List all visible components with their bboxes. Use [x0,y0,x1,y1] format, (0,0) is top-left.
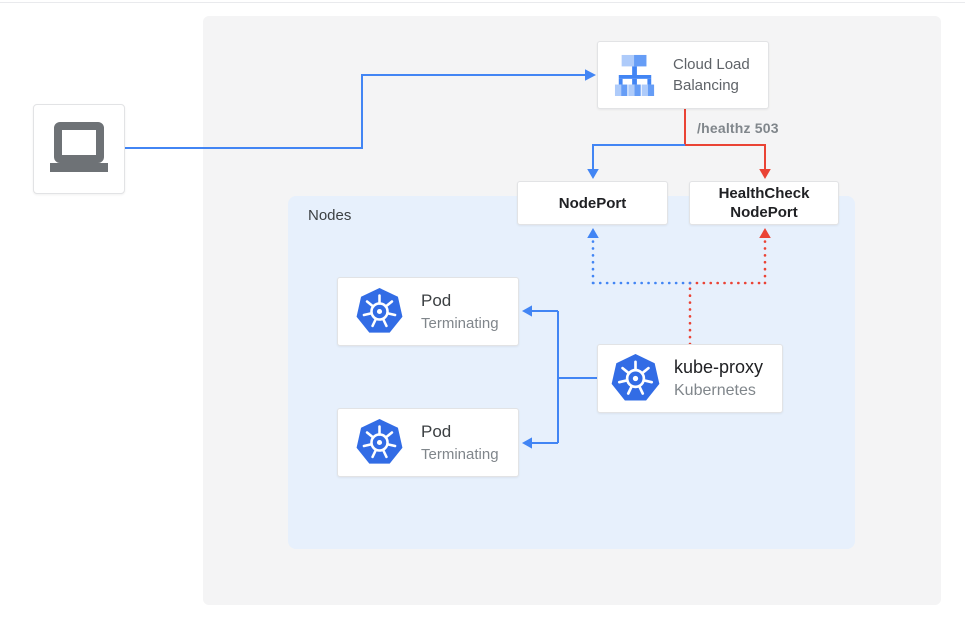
load-balancer-label: Cloud Load Balancing [673,56,750,94]
nodes-panel-label: Nodes [308,207,352,224]
nodeport-box: NodePort [517,181,668,225]
pod-status: Terminating [421,315,499,332]
pod-box-2: Pod Terminating [337,408,519,477]
pod-title: Pod [421,422,452,441]
healthz-label: /healthz 503 [697,120,779,136]
client-box [33,104,125,194]
kubernetes-icon [355,418,404,467]
cloud-load-balancing-icon [612,54,658,96]
nodeport-label: NodePort [558,194,627,212]
kubernetes-icon [355,287,404,336]
pod-title: Pod [421,291,452,310]
pod-box-1: Pod Terminating [337,277,519,346]
kube-proxy-box: kube-proxy Kubernetes [597,344,783,413]
healthcheck-nodeport-label: HealthCheck NodePort [718,185,810,221]
kube-proxy-title: kube-proxy [674,357,764,377]
healthcheck-nodeport-box: HealthCheck NodePort [689,181,839,225]
pod-status: Terminating [421,446,499,463]
kube-proxy-subtitle: Kubernetes [674,382,756,399]
top-divider [0,2,965,3]
laptop-icon [46,122,112,176]
load-balancer-box: Cloud Load Balancing [597,41,769,109]
kubernetes-icon [610,353,661,404]
